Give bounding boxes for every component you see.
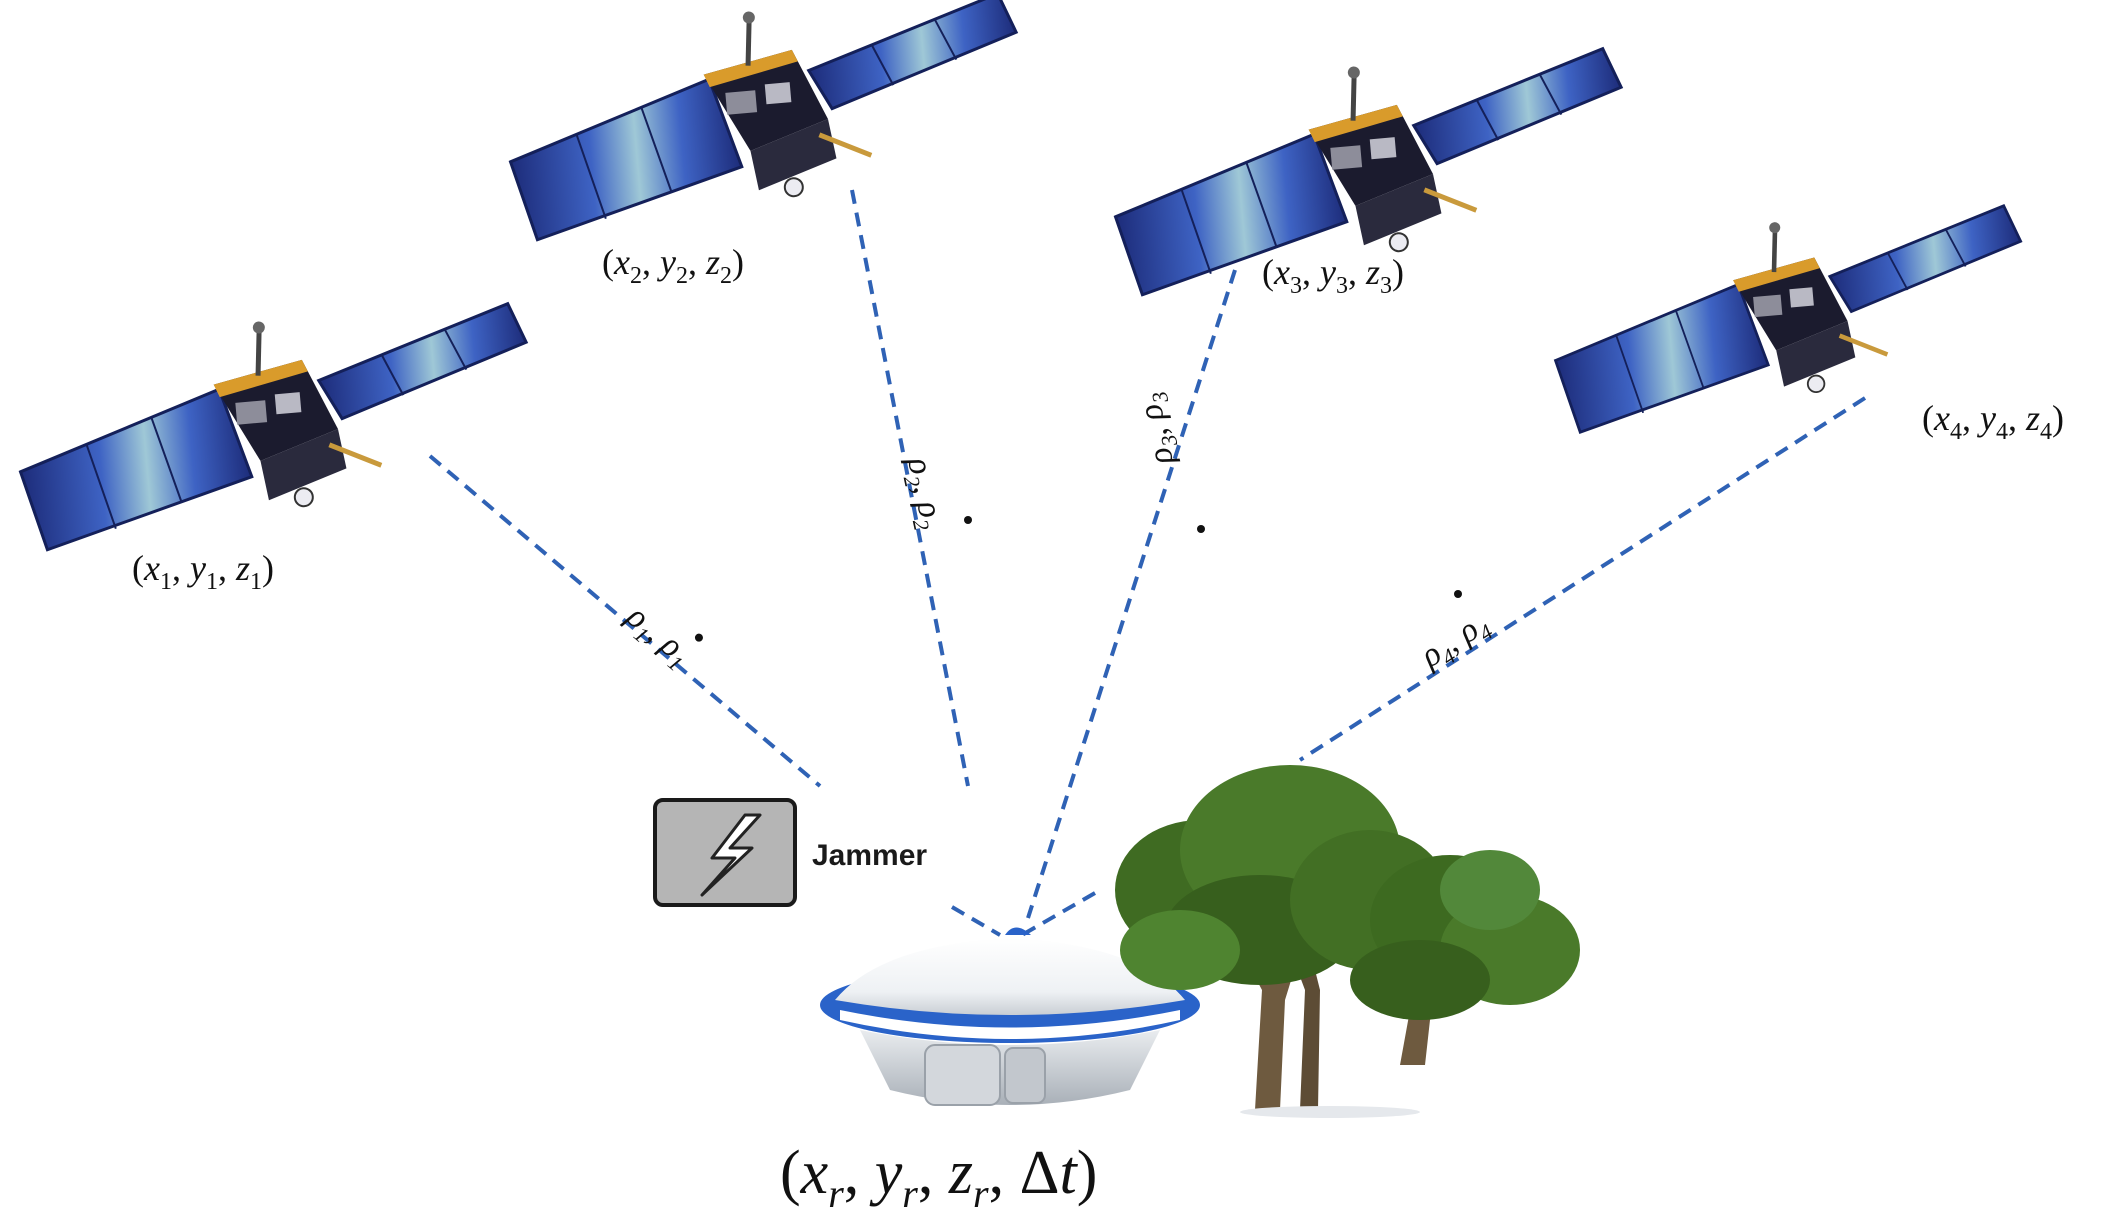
jammer-label: Jammer (812, 839, 927, 872)
receiver-coords: (xr, yr, zr, Δt) (780, 1139, 1097, 1216)
range-label-1: ρ1, ρ1 (616, 597, 703, 676)
lightning-icon (700, 813, 762, 897)
rate-dot-3 (1197, 525, 1205, 533)
signal-line-2 (850, 189, 970, 787)
svg-text:ρ4, ρ4: ρ4, ρ4 (1413, 605, 1497, 680)
satellite-icon (499, 0, 1030, 242)
signal-line-4 (1298, 396, 1867, 762)
svg-text:ρ1, ρ1: ρ1, ρ1 (616, 597, 699, 676)
rate-dot-1 (694, 633, 703, 642)
signal-line-1 (428, 454, 822, 788)
range-label-4: ρ4, ρ4 (1413, 605, 1497, 680)
rate-dot-4 (1454, 590, 1462, 598)
satellite-icon (1545, 201, 2034, 434)
satellite-4 (1545, 201, 2034, 434)
satellite-icon (9, 298, 540, 551)
signal-line-4b (1021, 891, 1096, 937)
satellite-1-coords: (x1, y1, z1) (132, 548, 274, 595)
satellite-3-coords: (x3, y3, z3) (1262, 252, 1404, 299)
svg-text:ρ2, ρ2: ρ2, ρ2 (895, 453, 951, 533)
satellite-1 (9, 298, 540, 551)
satellite-4-coords: (x4, y4, z4) (1922, 398, 2064, 445)
signal-lines (428, 189, 1867, 937)
tree-icon (1115, 765, 1580, 1118)
rate-dot-2 (964, 516, 972, 524)
satellite-2-coords: (x2, y2, z2) (602, 242, 744, 289)
range-label-3: ρ3, ρ3 (1130, 389, 1186, 469)
antenna-icon (820, 927, 1200, 1106)
receiver (820, 927, 1200, 1106)
range-label-2: ρ2, ρ2 (895, 453, 951, 533)
signal-line-3b (950, 905, 1002, 937)
satellite-2 (499, 0, 1030, 242)
jammer: Jammer (653, 798, 927, 907)
svg-text:ρ3, ρ3: ρ3, ρ3 (1130, 389, 1186, 469)
